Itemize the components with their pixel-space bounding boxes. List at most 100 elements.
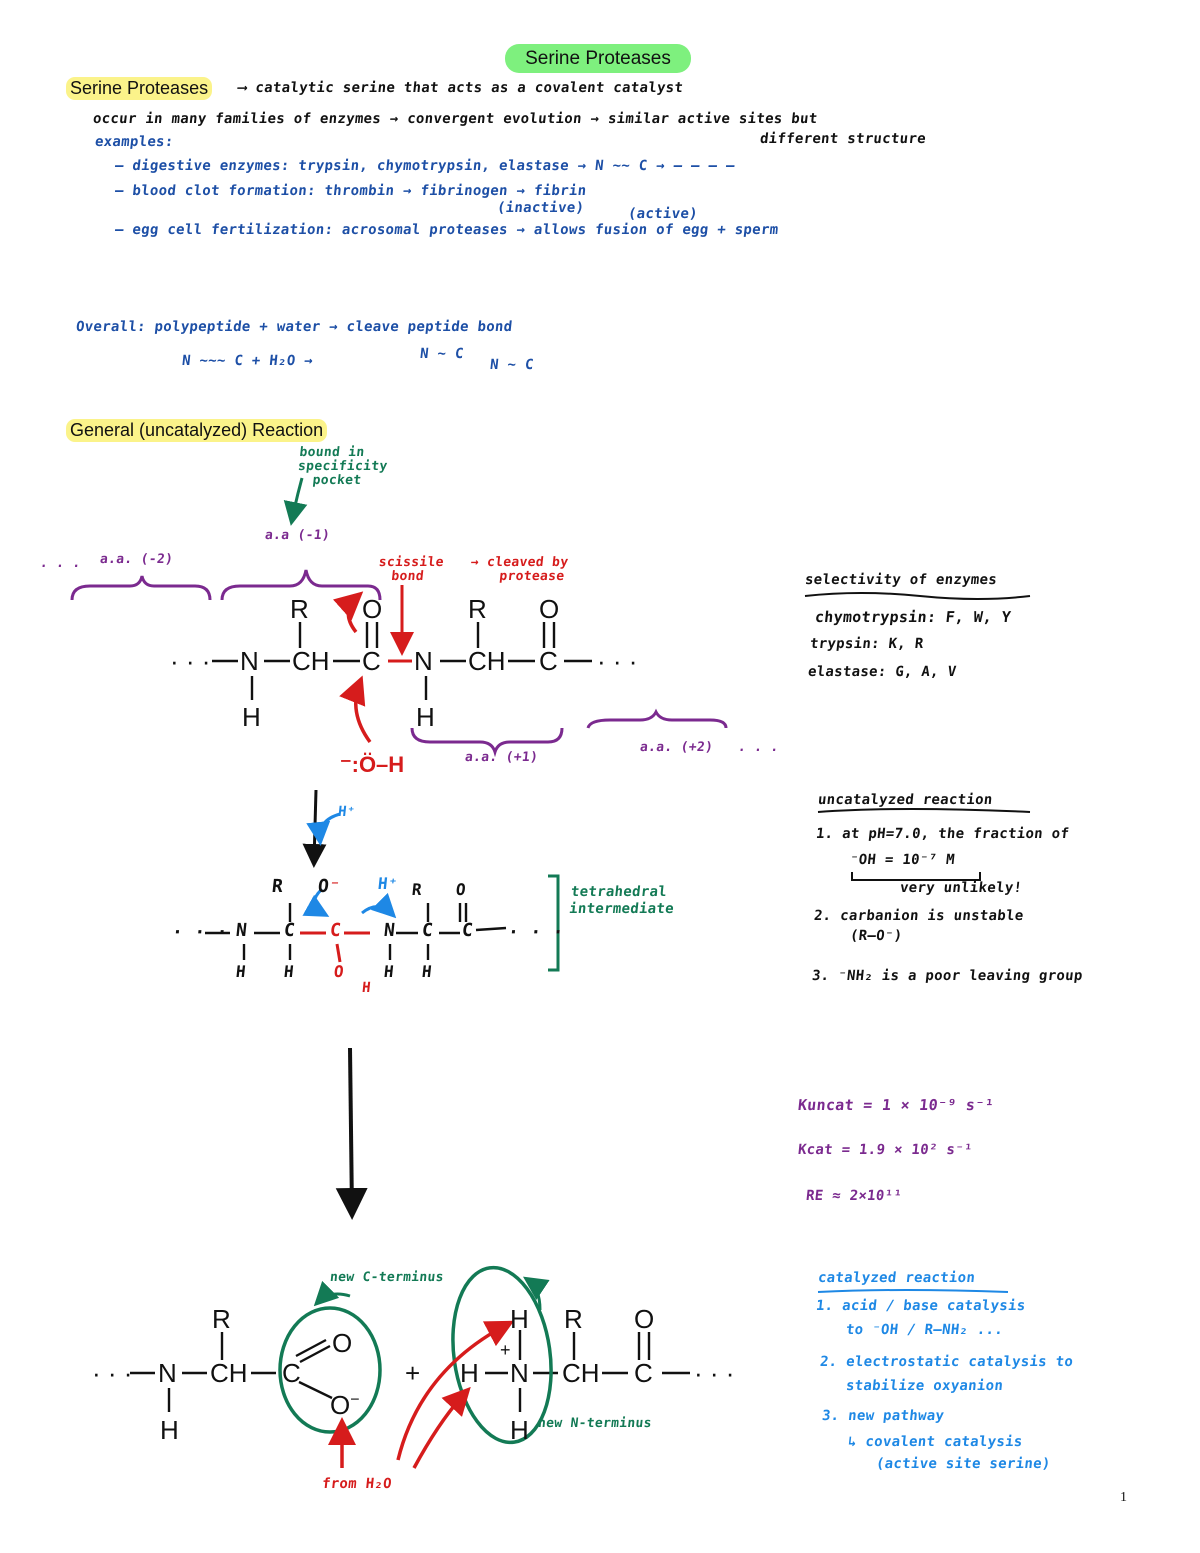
atom-h1: H [242, 702, 261, 732]
catalyzed-item-3: 3. new pathway [821, 1408, 946, 1424]
tetrahedral-label: tetrahedral intermediate [568, 884, 675, 917]
reaction-arrow-2 [335, 1047, 368, 1220]
selectivity-underline [804, 592, 1031, 600]
catalyzed-item-2b: stabilize oxyanion [845, 1378, 1004, 1394]
aa-minus2-label: a.a. (-2) [99, 552, 174, 567]
page-title: Serine Proteases [505, 44, 691, 73]
int-atom-o2: O [455, 880, 467, 899]
brace-aa-minus1 [220, 569, 382, 601]
water-arrow-3 [412, 1386, 471, 1469]
int-atom-h3: H [383, 962, 395, 981]
catalyzed-item-1: 1. acid / base catalysis [815, 1298, 1027, 1314]
intermediate-bonds [205, 903, 507, 960]
uncatalyzed-item-1: 1. at pH=7.0, the fraction of [815, 826, 1070, 842]
atom-n2: N [414, 646, 433, 676]
prod-atom-r1: R [212, 1304, 231, 1334]
int-atom-n2: N [382, 920, 397, 941]
serine-proteases-heading: Serine Proteases [66, 77, 213, 100]
int-atom-c1: C [282, 920, 297, 941]
amine-proton-arrow [361, 892, 397, 919]
int-atom-r1: R [270, 876, 285, 897]
int-atom-n1: N [234, 920, 249, 941]
selectivity-elastase: elastase: G, A, V [807, 664, 958, 680]
int-atom-c2: C [328, 920, 343, 941]
catalyzed-item-1b: to ⁻OH / R–NH₂ ... [845, 1322, 1004, 1338]
int-atom-oh-h: H [361, 980, 372, 996]
catalyzed-item-2: 2. electrostatic catalysis to [819, 1354, 1074, 1370]
selectivity-heading: selectivity of enzymes [804, 572, 998, 588]
prod-atom-c1: C [282, 1358, 301, 1388]
atom-ch1: CH [292, 646, 330, 676]
int-atom-c3: C [420, 920, 435, 941]
atom-r1: R [290, 594, 309, 624]
atom-c1: C [362, 646, 381, 676]
prod-atom-h-red2: H [510, 1304, 529, 1334]
product-left-dots: · · · [92, 1358, 133, 1388]
carbonyl-arrow [333, 591, 364, 634]
intermediate-right-dots: · · · [506, 922, 565, 943]
very-unlikely-bracket [851, 872, 981, 881]
catalyzed-item-3c: (active site serine) [875, 1456, 1052, 1472]
k-cat: Kcat = 1.9 × 10² s⁻¹ [797, 1142, 974, 1158]
new-c-terminus-label: new C-terminus [329, 1270, 445, 1285]
proton-arrow [306, 812, 341, 846]
int-atom-oh: O [333, 962, 345, 981]
prod-atom-ch2: CH [562, 1358, 600, 1388]
prod-atom-n1: N [158, 1358, 177, 1388]
int-atom-h4: H [421, 962, 433, 981]
scissile-label: scissile bond [378, 555, 445, 584]
new-c-arrow [313, 1280, 351, 1307]
brace-aa-plus2 [586, 708, 728, 729]
atom-ch2: CH [468, 646, 506, 676]
atom-c2: C [539, 646, 558, 676]
prod-atom-ch1: CH [210, 1358, 248, 1388]
intermediate-bracket [548, 874, 560, 972]
int-proton: H⁺ [377, 874, 399, 893]
prod-atom-h3: H [510, 1415, 529, 1445]
atom-n1: N [240, 646, 259, 676]
prod-plus-charge: + [500, 1340, 511, 1360]
hydroxide-ion: ⁻:Ö–H [340, 752, 405, 777]
uncatalyzed-very-unlikely: very unlikely! [899, 880, 1024, 896]
new-n-terminus-label: new N-terminus [537, 1416, 653, 1431]
peptide-bonds-1 [212, 622, 592, 700]
peptide-left-dots: · · · [170, 646, 211, 676]
reaction-arrow-1 [302, 789, 327, 868]
hydroxide-attack-arrow [339, 675, 372, 744]
water-arrow-2 [396, 1320, 515, 1461]
int-atom-o-minus: O⁻ [316, 876, 342, 897]
intermediate-red-bonds [300, 931, 370, 963]
int-atom-h2: H [283, 962, 295, 981]
oxyanion-arrow [302, 887, 330, 917]
peptide-right-dots: · · · [597, 646, 638, 676]
dots-right: . . . [737, 740, 780, 755]
atom-o1: O [362, 594, 383, 624]
uncatalyzed-underline [817, 808, 1031, 813]
aa-plus1-label: a.a. (+1) [464, 750, 539, 765]
intermediate-left-dots: · · · [170, 922, 229, 943]
atom-r2: R [468, 594, 487, 624]
prod-atom-o1: O [332, 1328, 353, 1358]
dots-left: . . . [39, 556, 82, 571]
uncatalyzed-heading: uncatalyzed reaction [817, 792, 994, 808]
atom-h2: H [416, 702, 435, 732]
int-atom-h1: H [235, 962, 247, 981]
catalyzed-heading: catalyzed reaction [817, 1270, 976, 1286]
proton-label: H⁺ [337, 804, 357, 820]
selectivity-chymotrypsin: chymotrypsin: F, W, Y [814, 608, 1012, 626]
aa-plus2-label: a.a. (+2) [639, 740, 714, 755]
pocket-arrow [283, 477, 308, 526]
catalyzed-underline [817, 1289, 1009, 1293]
page-number: 1 [1120, 1490, 1127, 1505]
from-water-label: from H₂O [321, 1476, 393, 1492]
prod-atom-n2: N [510, 1358, 529, 1388]
int-atom-r2: R [411, 880, 423, 899]
new-n-arrow [523, 1276, 550, 1311]
int-atom-c4: C [460, 920, 475, 941]
rate-enhancement: RE ≈ 2×10¹¹ [805, 1188, 903, 1204]
cleaved-label: → cleaved by protease [470, 555, 570, 584]
prod-atom-o-minus: O− [330, 1390, 360, 1420]
prod-atom-h1: H [160, 1415, 179, 1445]
bound-pocket-note: bound in specificity pocket [297, 445, 389, 488]
